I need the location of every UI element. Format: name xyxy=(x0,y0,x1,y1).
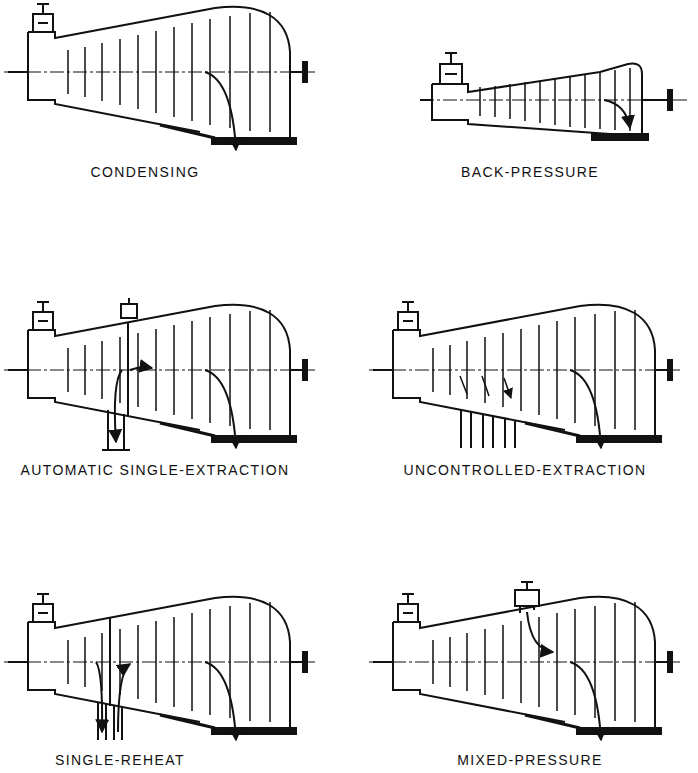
figure-caption: CONDENSING xyxy=(91,164,200,180)
casing-upper xyxy=(432,63,642,136)
extraction-valve xyxy=(121,304,137,318)
extraction-arrows xyxy=(460,376,511,398)
figure-caption: UNCONTROLLED-EXTRACTION xyxy=(404,462,647,478)
turbine-body xyxy=(4,302,315,448)
turbine-body xyxy=(369,594,680,740)
valve-stem xyxy=(445,53,457,74)
turbine-body xyxy=(4,594,315,740)
exhaust-arrow xyxy=(604,100,630,128)
figure-caption: AUTOMATIC SINGLE-EXTRACTION xyxy=(20,462,289,478)
condensing-turbine xyxy=(4,4,315,150)
extraction-arrow xyxy=(115,370,122,442)
coupling xyxy=(668,90,672,110)
turbine-body xyxy=(369,302,680,448)
diaphragm xyxy=(127,322,129,416)
extraction-turbine xyxy=(4,298,315,450)
figure-caption: BACK-PRESSURE xyxy=(461,164,599,180)
extraction-pipes xyxy=(461,410,515,448)
uncontrolled-extraction-turbine xyxy=(369,302,680,448)
valve-stem xyxy=(520,582,534,613)
shaft xyxy=(420,99,668,101)
reheat-out-arrow xyxy=(96,662,102,732)
reheat-in-arrow xyxy=(118,664,130,732)
second-valve xyxy=(515,590,539,606)
figure-caption: MIXED-PRESSURE xyxy=(457,752,603,768)
mixed-pressure-turbine xyxy=(369,582,680,740)
foot xyxy=(592,134,648,140)
casing-lower xyxy=(432,84,610,134)
admission-arrow xyxy=(527,612,553,652)
diaphragm xyxy=(109,617,111,706)
figure-caption: SINGLE-REHEAT xyxy=(55,752,185,768)
reheat-turbine xyxy=(4,594,315,740)
valve-stem xyxy=(128,298,130,304)
flow-arrow xyxy=(130,367,152,370)
blades xyxy=(480,68,630,131)
back-pressure-turbine xyxy=(420,53,690,140)
